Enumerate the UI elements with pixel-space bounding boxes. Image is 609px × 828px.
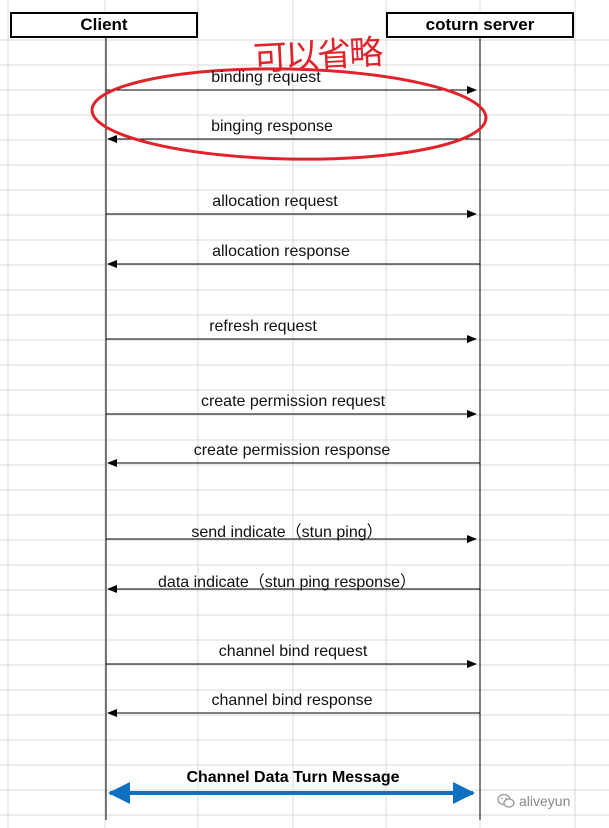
message-label: channel bind response (211, 692, 373, 709)
watermark: aliveyun (497, 793, 570, 809)
message-label: allocation request (212, 193, 338, 210)
message-label: data indicate（stun ping response） (158, 574, 416, 591)
highlight-ellipse (90, 67, 488, 161)
message-label: send indicate（stun ping） (191, 524, 383, 541)
message-label: refresh request (209, 318, 317, 335)
channel-data-label: Channel Data Turn Message (186, 769, 400, 786)
server-participant-label: coturn server (425, 15, 535, 34)
watermark-text: aliveyun (519, 793, 571, 809)
message-label: channel bind request (218, 643, 368, 660)
client-participant-header: Client (10, 12, 198, 38)
message-label: binding request (211, 69, 321, 86)
client-participant-label: Client (80, 15, 128, 34)
message-label: allocation response (212, 243, 350, 260)
message-label: binging response (211, 118, 333, 135)
message-label: create permission response (193, 442, 391, 459)
server-participant-header: coturn server (386, 12, 574, 38)
message-label: create permission request (200, 393, 386, 410)
wechat-icon (497, 793, 515, 808)
